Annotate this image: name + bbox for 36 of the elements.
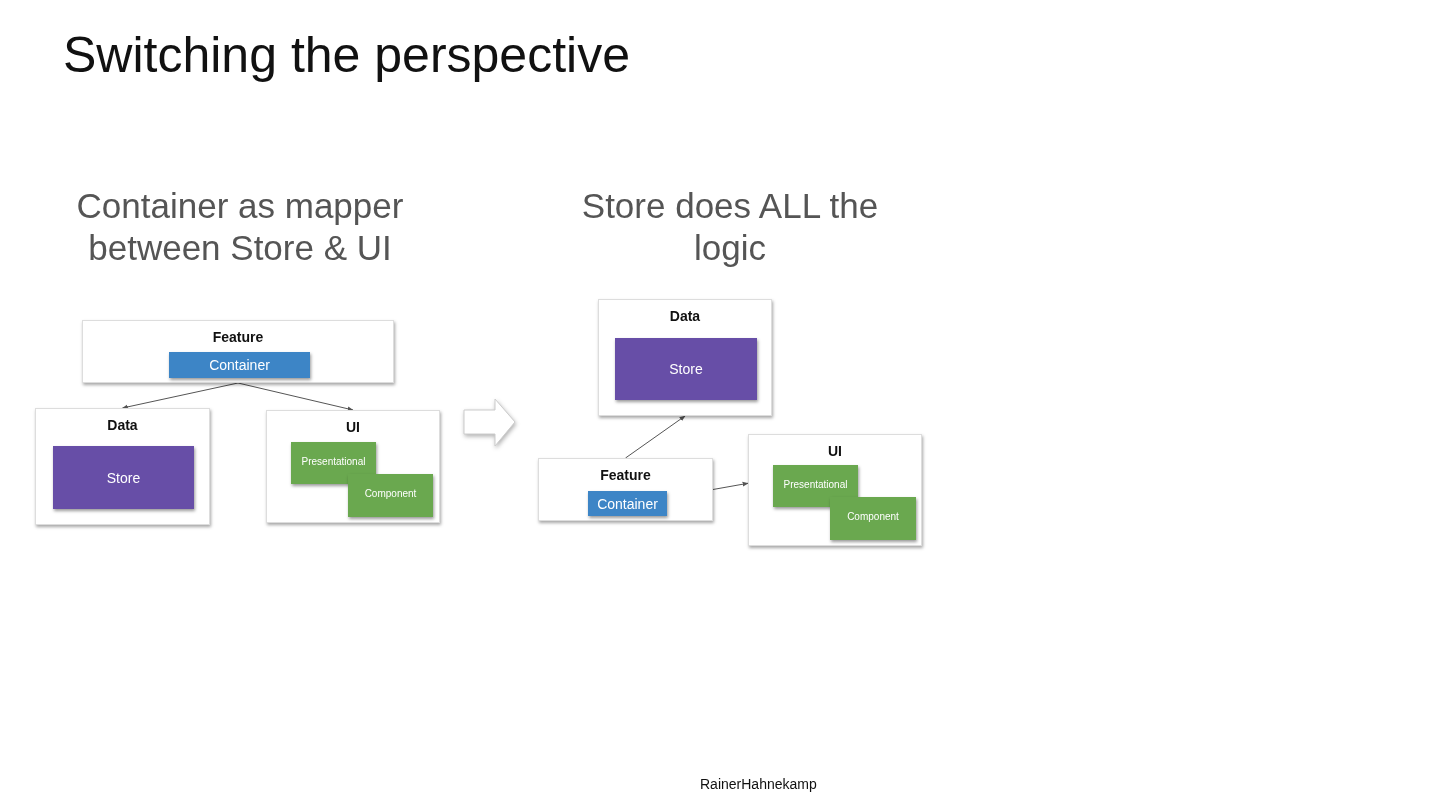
- component-box: [773, 465, 858, 507]
- group-heading: UI: [345, 419, 361, 435]
- subheading: Container as mapper between Store & UI: [75, 185, 405, 269]
- group-box: [598, 299, 772, 416]
- subheading: Store does ALL the logic: [580, 185, 880, 269]
- component-box: [588, 491, 667, 516]
- group-box: [748, 434, 922, 546]
- component-box: [615, 338, 757, 400]
- box-label: Presentational: [301, 456, 366, 467]
- group-box: [266, 410, 440, 523]
- component-box: [348, 474, 433, 517]
- group-box: [538, 458, 713, 521]
- group-box: [35, 408, 210, 525]
- box-label: Store: [106, 469, 141, 486]
- component-box: [291, 442, 376, 484]
- component-box: [830, 497, 916, 540]
- component-box: [53, 446, 194, 509]
- group-heading: Feature: [599, 467, 652, 483]
- group-heading: Data: [668, 308, 702, 324]
- group-box: [82, 320, 394, 383]
- slide-title: Switching the perspective: [63, 26, 630, 84]
- group-heading: Feature: [211, 329, 265, 345]
- arrow: [712, 481, 749, 490]
- arrow: [121, 382, 239, 410]
- component-box: [169, 352, 310, 378]
- author-handle: RainerHahnekamp: [700, 776, 818, 792]
- box-label: Container: [597, 495, 658, 512]
- box-label: Container: [209, 357, 270, 373]
- box-label: Presentational: [783, 479, 848, 490]
- arrow: [625, 415, 686, 459]
- group-heading: UI: [827, 443, 843, 459]
- arrow: [237, 382, 354, 412]
- group-heading: Data: [106, 417, 139, 433]
- box-label: Component: [847, 511, 899, 522]
- box-label: Store: [669, 361, 703, 377]
- box-label: Component: [364, 488, 417, 499]
